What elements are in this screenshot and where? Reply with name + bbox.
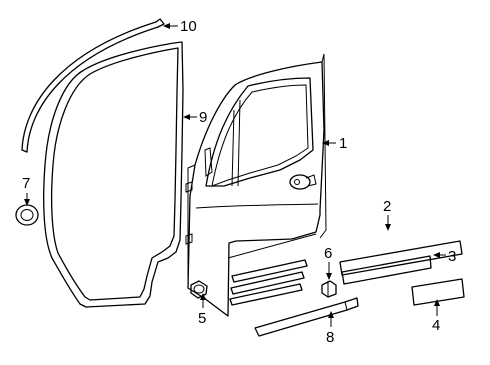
molding-middle-part bbox=[341, 255, 432, 285]
grommet-part bbox=[190, 280, 208, 299]
callout-3: 3 bbox=[433, 248, 456, 265]
upper-weatherstrip-part bbox=[21, 18, 165, 153]
door-shell-part bbox=[185, 53, 327, 317]
callout-label: 6 bbox=[324, 245, 332, 262]
clip-part bbox=[321, 280, 337, 298]
callout-9: 9 bbox=[183, 109, 207, 126]
sill-strip-part bbox=[254, 297, 359, 337]
callout-1: 1 bbox=[322, 135, 347, 152]
callout-label: 2 bbox=[383, 198, 391, 215]
callout-label: 10 bbox=[180, 18, 197, 35]
callout-label: 1 bbox=[339, 135, 347, 152]
callout-4: 4 bbox=[432, 299, 440, 334]
plug-part bbox=[15, 204, 39, 226]
callout-8: 8 bbox=[326, 311, 334, 346]
callout-label: 3 bbox=[448, 248, 456, 265]
door-seal-part bbox=[43, 41, 184, 308]
callout-10: 10 bbox=[163, 18, 197, 35]
callout-2: 2 bbox=[383, 198, 391, 231]
callout-label: 7 bbox=[22, 175, 30, 192]
callout-label: 5 bbox=[198, 310, 206, 327]
callout-label: 9 bbox=[199, 109, 207, 126]
molding-lower-part bbox=[411, 278, 465, 306]
callout-6: 6 bbox=[324, 245, 332, 280]
callout-label: 8 bbox=[326, 329, 334, 346]
callout-label: 4 bbox=[432, 317, 440, 334]
molding-upper-part bbox=[339, 240, 463, 276]
callout-5: 5 bbox=[198, 293, 206, 327]
callout-7: 7 bbox=[22, 175, 30, 206]
